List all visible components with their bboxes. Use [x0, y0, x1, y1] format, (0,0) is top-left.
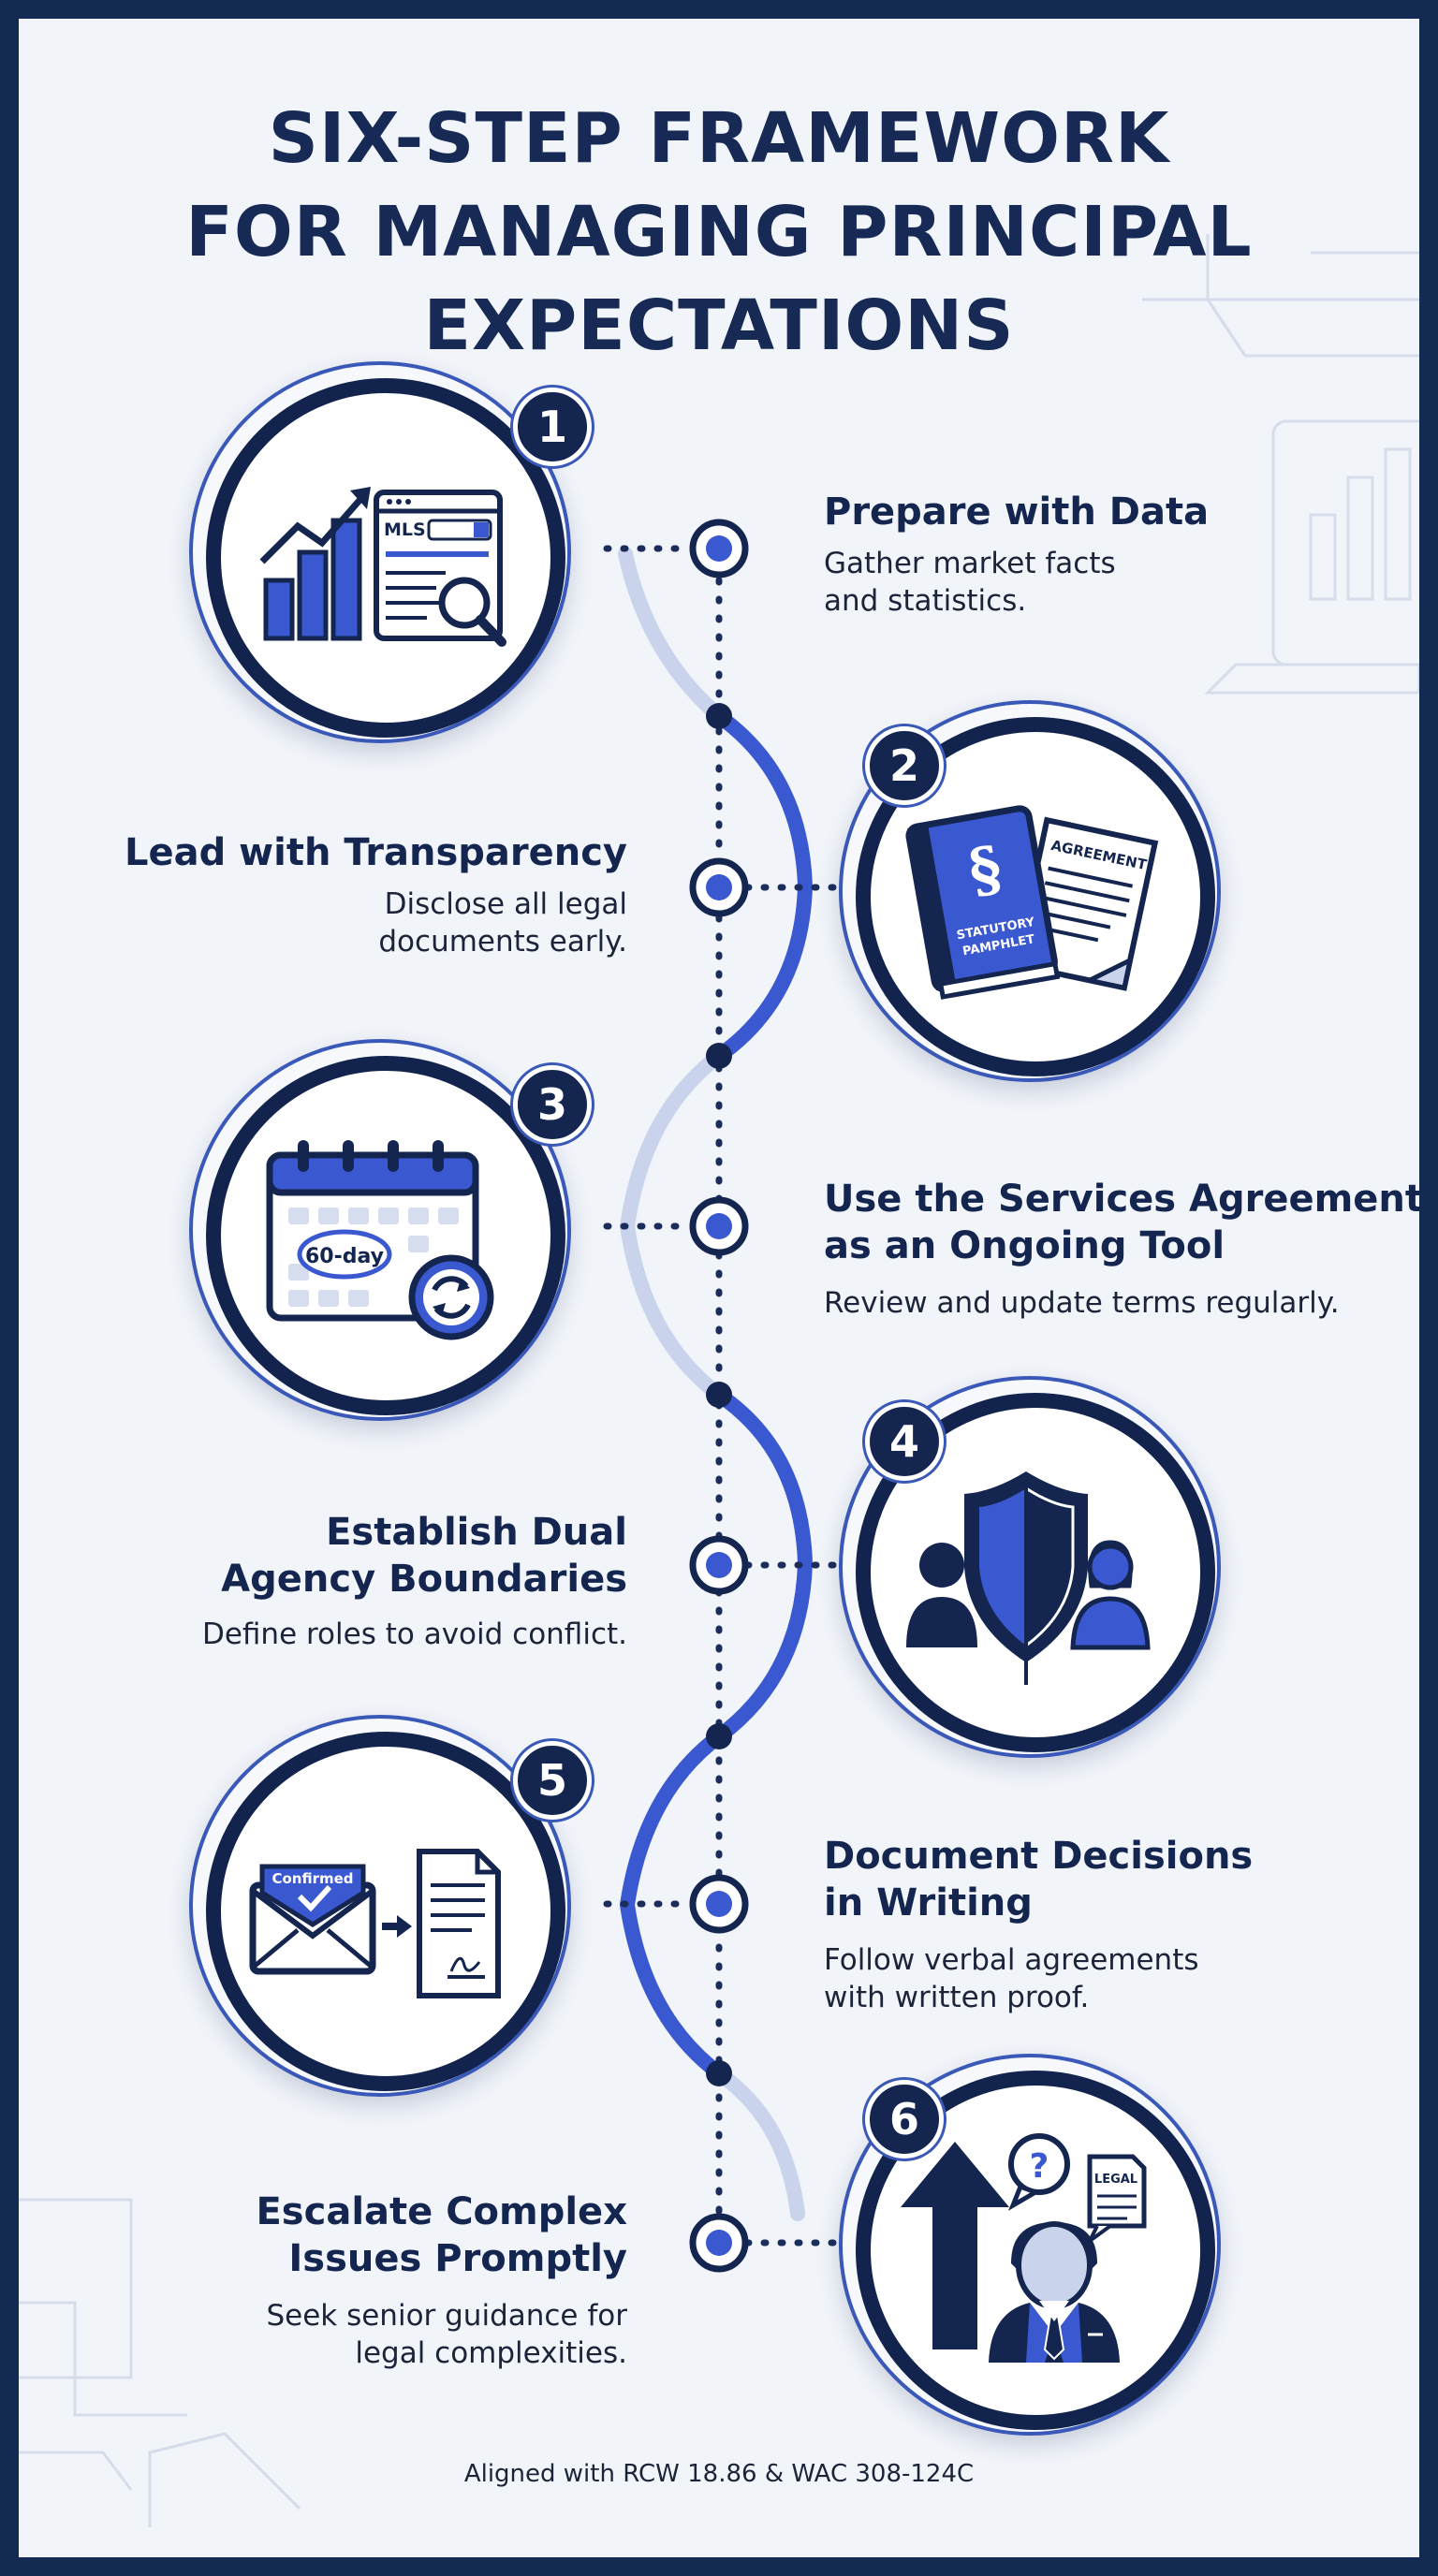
background-decoration	[19, 234, 1419, 2527]
step-6-circle: ? LEGAL 6	[839, 2054, 1221, 2436]
step-5-heading-line: Document Decisions	[824, 1835, 1254, 1878]
step-1-desc-line: Gather market facts	[824, 547, 1116, 580]
step-6-heading-line: Escalate Complex	[256, 2190, 627, 2233]
step-6-desc-line: Seek senior guidance for	[266, 2299, 627, 2333]
up-arrow-icon	[901, 2142, 1009, 2349]
step-2-badge: 2	[865, 726, 944, 805]
legal-label: LEGAL	[1094, 2173, 1137, 2187]
shield-two-people-icon	[906, 1471, 1151, 1685]
step-1-circle: MLS 1	[189, 361, 592, 743]
timeline-node-3	[689, 1196, 749, 1256]
junction-dot	[706, 2060, 732, 2086]
timeline-node-4	[689, 1535, 749, 1595]
step-2-circle: AGREEMENT § STATUTORY PAMPHLET 2	[839, 700, 1221, 1082]
timeline-node-5	[689, 1874, 749, 1934]
step-1-description: Gather market facts and statistics.	[824, 545, 1116, 620]
step-6-description: Seek senior guidance for legal complexit…	[266, 2297, 627, 2372]
step-3-heading: Use the Services Agreement as an Ongoing…	[824, 1176, 1419, 1269]
step-4-circle: 4	[839, 1376, 1221, 1758]
step-4-heading: Establish Dual Agency Boundaries	[221, 1509, 627, 1603]
title-line-1: SIX-STEP FRAMEWORK	[268, 98, 1170, 179]
step-2-description: Disclose all legal documents early.	[378, 886, 627, 960]
step-6-badge: 6	[865, 2080, 944, 2159]
mls-label: MLS	[384, 520, 426, 540]
timeline-node-1	[689, 519, 749, 578]
footer-note: Aligned with RCW 18.86 & WAC 308-124C	[463, 2460, 975, 2488]
timeline-wave-2	[712, 709, 814, 1063]
confirmed-email-document-icon: Confirmed	[249, 1849, 501, 1998]
person-icon	[906, 1543, 977, 1647]
junction-dot	[706, 703, 732, 729]
step-5-badge: 5	[513, 1741, 592, 1820]
step-6-heading-line: Issues Promptly	[288, 2237, 627, 2280]
timeline-path	[603, 519, 837, 2273]
step-3-heading-line: as an Ongoing Tool	[824, 1224, 1225, 1267]
step-4-desc-line: Define roles to avoid conflict.	[201, 1617, 627, 1651]
junction-dot	[706, 1723, 732, 1749]
statutory-pamphlet-and-agreement-icon: AGREEMENT § STATUTORY PAMPHLET	[905, 805, 1159, 1000]
step-4-heading-line: Agency Boundaries	[221, 1558, 627, 1601]
step-2-heading: Lead with Transparency	[125, 829, 627, 876]
step-1-badge: 1	[513, 388, 592, 466]
title-line-2: FOR MANAGING PRINCIPAL	[185, 192, 1253, 272]
step-4-description: Define roles to avoid conflict.	[202, 1616, 627, 1653]
title-line-3: EXPECTATIONS	[423, 285, 1015, 366]
timeline-wave-6	[712, 2066, 805, 2221]
step-5-heading-line: in Writing	[824, 1881, 1033, 1925]
step-1-desc-line: and statistics.	[824, 584, 1027, 618]
step-2-heading-line: Lead with Transparency	[125, 831, 627, 874]
step-1-heading-line: Prepare with Data	[824, 490, 1210, 534]
junction-dot	[706, 1382, 732, 1408]
step-6-desc-line: legal complexities.	[355, 2336, 627, 2370]
step-5-circle: Confirmed 5	[189, 1715, 592, 2097]
step-4-badge: 4	[865, 1402, 944, 1481]
confirmed-label: Confirmed	[271, 1870, 353, 1887]
timeline-wave-4	[712, 1387, 814, 1744]
person-icon	[1070, 1540, 1151, 1650]
escalation-arrow-advisor-icon: ? LEGAL	[901, 2133, 1147, 2363]
step-5-description: Follow verbal agreements with written pr…	[824, 1941, 1199, 2016]
bar-chart-and-mls-search-icon: MLS	[259, 487, 506, 647]
step-1-heading: Prepare with Data	[824, 489, 1209, 535]
step-3-badge: 3	[513, 1065, 592, 1144]
page-title: SIX-STEP FRAMEWORK FOR MANAGING PRINCIPA…	[19, 92, 1419, 373]
advisor-person-icon	[989, 2221, 1120, 2363]
timeline-node-2	[689, 857, 749, 917]
step-5-desc-line: Follow verbal agreements	[824, 1943, 1199, 1977]
step-5-heading: Document Decisions in Writing	[824, 1833, 1253, 1926]
junction-dot	[706, 1043, 732, 1069]
step-4-heading-line: Establish Dual	[326, 1511, 627, 1554]
timeline-wave-1	[618, 547, 726, 724]
sixty-day-label: 60-day	[305, 1245, 384, 1268]
calendar-refresh-icon: 60-day	[266, 1140, 494, 1340]
infographic-frame: SIX-STEP FRAMEWORK FOR MANAGING PRINCIPA…	[19, 19, 1419, 2557]
step-5-desc-line: with written proof.	[824, 1981, 1090, 2014]
step-3-heading-line: Use the Services Agreement	[824, 1178, 1419, 1221]
step-3-description: Review and update terms regularly.	[824, 1284, 1340, 1322]
step-3-circle: 60-day 3	[189, 1039, 592, 1421]
question-mark-label: ?	[1030, 2147, 1049, 2186]
step-3-desc-line: Review and update terms regularly.	[824, 1286, 1340, 1320]
step-6-heading: Escalate Complex Issues Promptly	[256, 2188, 627, 2282]
step-2-desc-line: documents early.	[378, 925, 627, 959]
step-2-desc-line: Disclose all legal	[384, 887, 627, 921]
timeline-node-6	[689, 2213, 749, 2273]
